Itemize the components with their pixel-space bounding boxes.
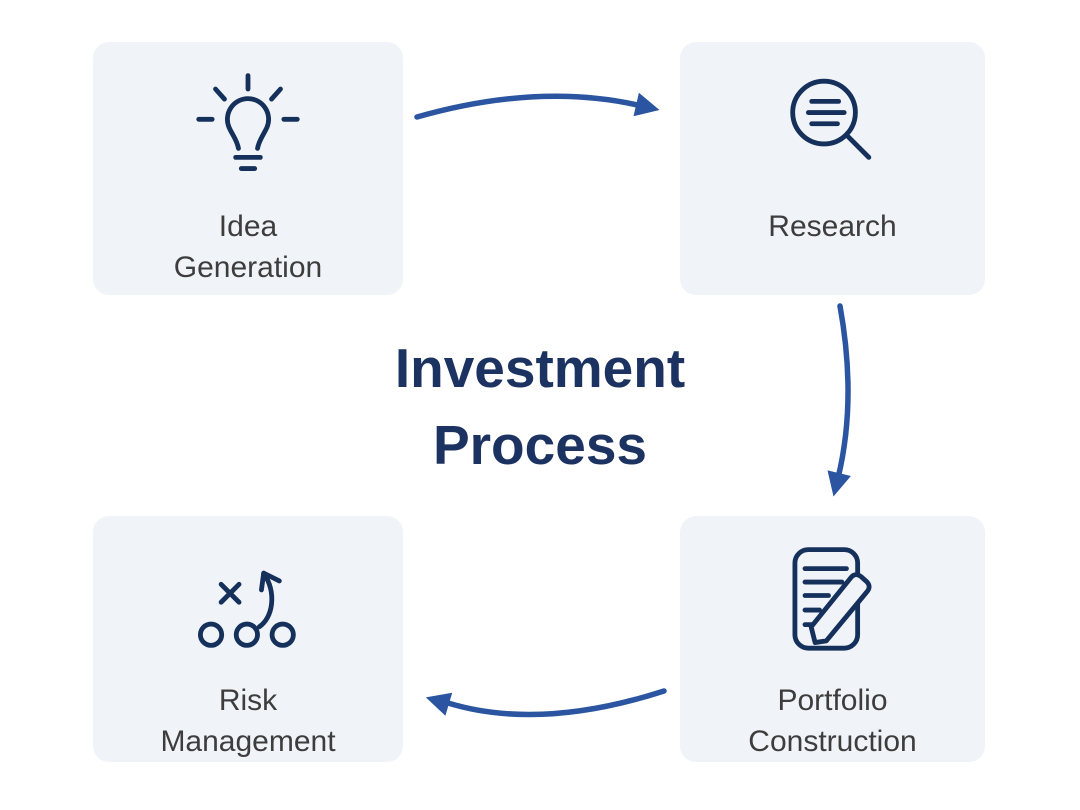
arrow-idea-to-research [414, 92, 660, 120]
diagram-title-line: Process [432, 414, 648, 476]
step-label-line: Idea [218, 210, 278, 243]
diagram-title: Investment Process [0, 330, 1080, 484]
step-card-portfolio-construction: Portfolio Construction [680, 516, 985, 762]
step-label-line: Risk [218, 684, 278, 717]
document-pencil-icon [767, 534, 899, 666]
step-label-line: Construction [748, 725, 917, 758]
step-label-line: Generation [173, 251, 323, 284]
magnifying-glass-icon [767, 60, 899, 192]
step-label-portfolio-construction: Portfolio Construction [748, 680, 916, 762]
step-card-risk-management: Risk Management [93, 516, 403, 762]
step-card-research: Research [680, 42, 985, 295]
step-label-research: Research [768, 206, 896, 247]
diagram-title-line: Investment [394, 337, 686, 399]
step-label-line: Management [160, 725, 336, 758]
step-card-idea-generation: Idea Generation [93, 42, 403, 295]
step-label-line: Portfolio [777, 684, 888, 717]
strategy-icon [182, 534, 314, 666]
step-label-idea-generation: Idea Generation [174, 206, 322, 288]
lightbulb-icon [182, 60, 314, 192]
arrow-portfolio-to-risk [425, 688, 667, 718]
step-label-line: Research [768, 210, 897, 243]
step-label-risk-management: Risk Management [160, 680, 335, 762]
